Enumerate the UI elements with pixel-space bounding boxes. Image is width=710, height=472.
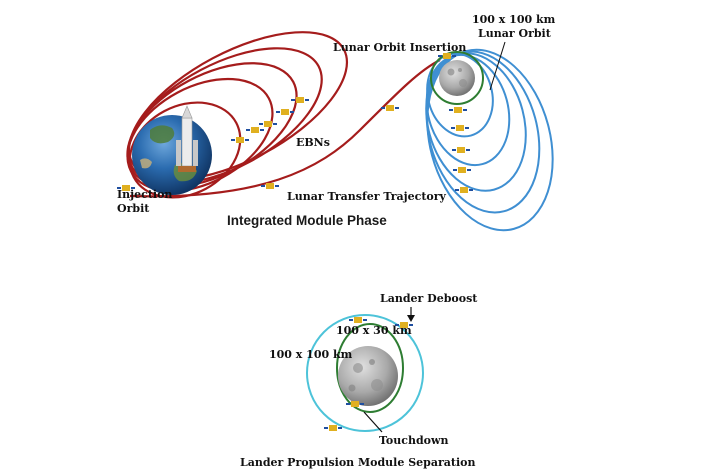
spacecraft-icon [346,401,364,407]
integrated-phase-panel: Injection Orbit EBNs Lunar Transfer Traj… [117,13,556,232]
spacecraft-markers-top [117,53,473,193]
spacecraft-icon [449,107,467,113]
spacecraft-icon [276,109,294,115]
touchdown-pointer [363,411,383,433]
spacecraft-icon [455,187,473,193]
earth-orbit-2 [126,77,274,193]
touchdown-label: Touchdown [379,434,448,447]
lander-phase-panel: Lander Deboost 100 x 30 km 100 x 100 km … [240,292,478,469]
spacecraft-icon [395,322,413,328]
lander-deboost-label: Lander Deboost [380,292,478,305]
outer-lunar-orbit [306,314,424,432]
spacecraft-icon [117,185,135,191]
final-lunar-orbit [430,51,484,105]
injection-orbit-label-line2: Orbit [117,202,150,215]
moon-icon [338,346,398,406]
lunar-orbit-label-line1: 100 x 100 km [472,13,556,26]
spacecraft-markers-bottom [324,317,413,431]
moon-orbit-5 [426,48,554,232]
moon-icon [439,60,475,96]
phase-title: Integrated Module Phase [227,213,387,228]
rocket-icon [176,105,198,172]
spacecraft-icon [261,183,279,189]
ebns-label: EBNs [296,136,330,149]
injection-orbit-label-line1: Injection [117,188,172,201]
spacecraft-icon [438,53,456,59]
lander-deboost-arrowhead [407,315,415,322]
spacecraft-icon [452,147,470,153]
earth-orbit-5 [127,31,349,181]
earth-orbit-4 [127,47,323,185]
spacecraft-icon [324,425,342,431]
orbit-100x30-label: 100 x 30 km [336,324,412,337]
spacecraft-icon [381,105,399,111]
earth-icon [132,115,212,195]
spacecraft-icon [451,125,469,131]
spacecraft-icon [259,121,277,127]
lunar-transfer-trajectory-label: Lunar Transfer Trajectory [287,190,447,203]
spacecraft-icon [349,317,367,323]
separation-label: Lander Propulsion Module Separation [240,456,475,469]
lunar-transfer-trajectory [129,59,441,198]
orbit-100x100-label: 100 x 100 km [269,348,353,361]
spacecraft-icon [231,137,249,143]
lunar-orbit-insertion-label: Lunar Orbit Insertion [333,41,466,54]
lunar-orbit-pointer [489,41,506,91]
lunar-orbit-label-line2: Lunar Orbit [478,27,552,40]
spacecraft-icon [291,97,309,103]
spacecraft-icon [453,167,471,173]
earth-orbits [126,31,349,199]
inner-lunar-orbit [336,323,404,413]
spacecraft-icon [246,127,264,133]
